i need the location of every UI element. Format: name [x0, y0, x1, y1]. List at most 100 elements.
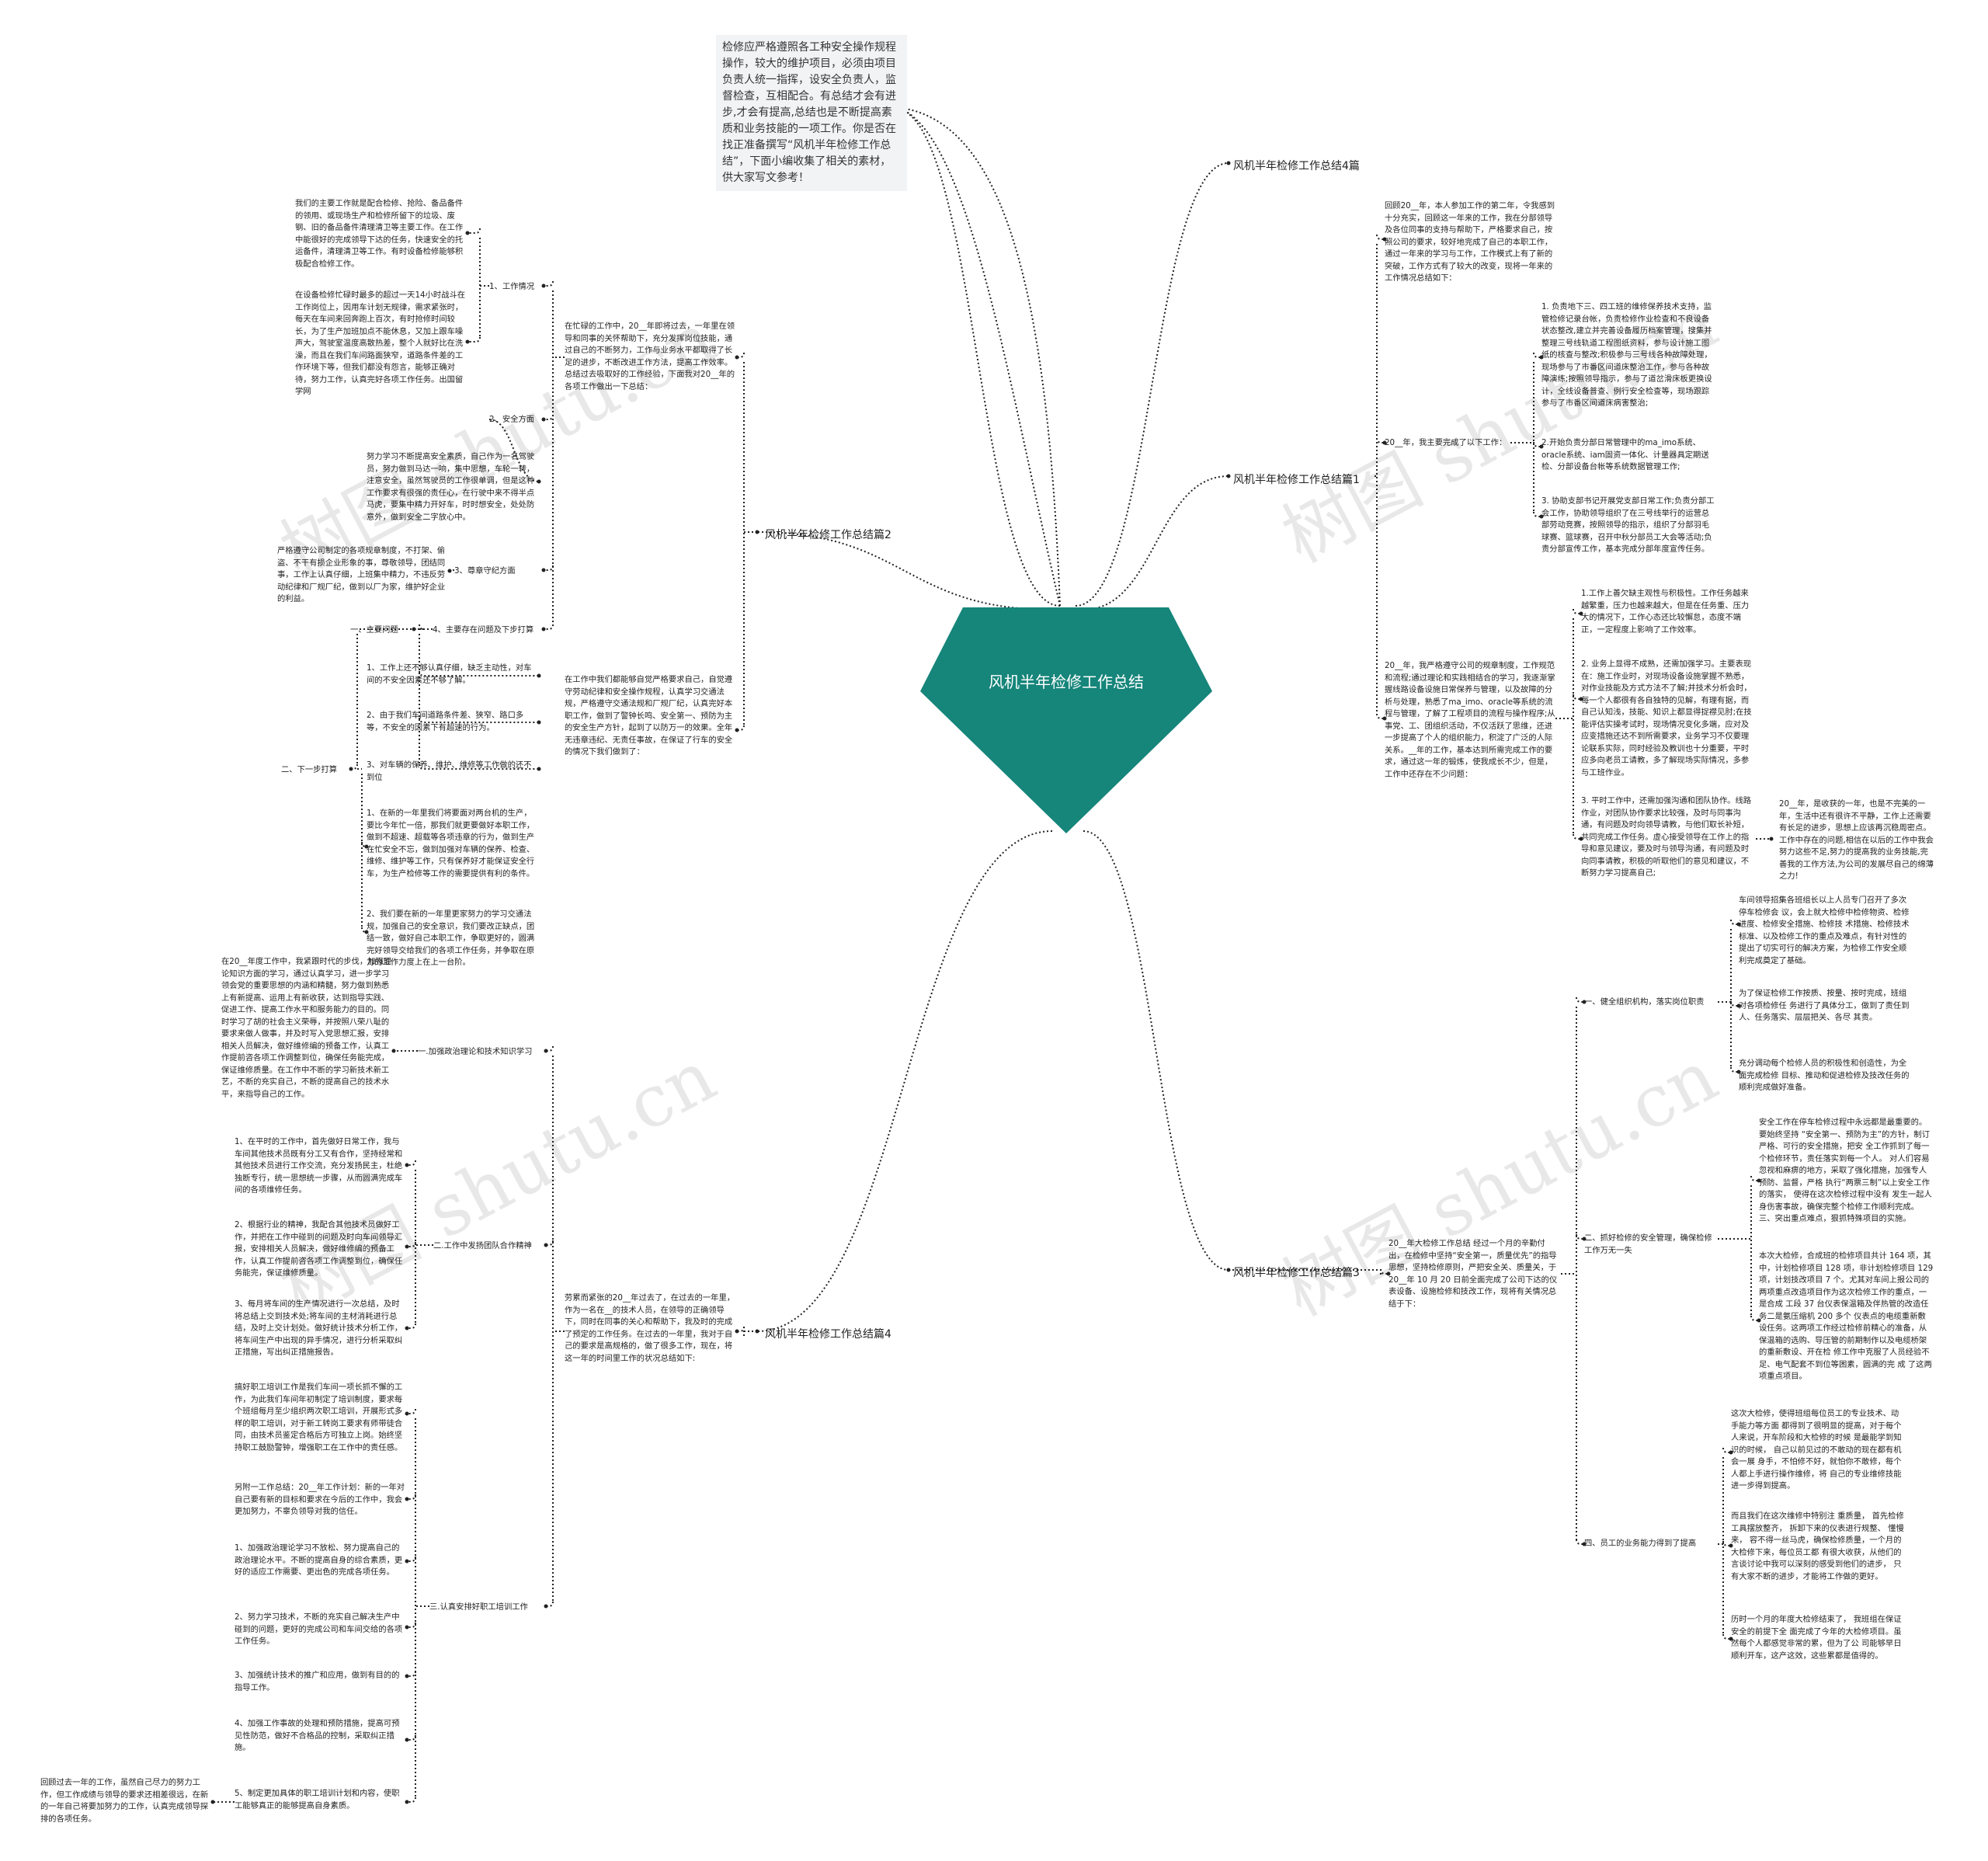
connector: [737, 352, 745, 358]
connector-dot: [1582, 1542, 1587, 1546]
connector: [1573, 833, 1581, 840]
connector: [737, 1326, 745, 1332]
connector: [544, 414, 554, 420]
connector-dot: [544, 1049, 548, 1053]
connector-dot: [537, 479, 541, 484]
p4-a2c: 3、每月将车间的生产情况进行一次总结，及时将总结上交到技术处;将车间的主材消耗进…: [235, 1299, 403, 1357]
p4-a3a: 搞好职工培训工作是我们车间一项长抓不懈的工作，为此我们车间年初制定了培训制度，要…: [235, 1383, 403, 1452]
p3-t1b: 为了保证检修工作按质、按量、按时完成，班组对各项检修任 务进行了具体分工，做到了…: [1739, 989, 1910, 1022]
p1-done-item-2: 2.开始负责分部日常管理中的ma_imo系统、oracle系统、iam固资一体化…: [1541, 438, 1709, 471]
connector-dot: [1579, 611, 1583, 616]
connector: [1533, 511, 1541, 517]
p2-m2b: 2、我们要在新的一年里更家努力的学习交通法规，加强自己的安全意识，我们要改正缺点…: [367, 910, 535, 967]
connector-dot: [465, 339, 470, 344]
connector-dot: [541, 283, 546, 288]
connector: [407, 1734, 416, 1741]
branch-summary-2[interactable]: 风机半年检修工作总结篇2: [765, 529, 891, 541]
connector: [1730, 919, 1739, 925]
p4-a3g: 5、制定更加具体的职工培训计划和内容，使职工能够真正的能够提高自身素质。: [235, 1789, 400, 1811]
p4-a1: 一.加强政治理论和技术知识学习: [418, 1047, 533, 1056]
p3-t1: 一、健全组织机构，落实岗位职责: [1584, 997, 1705, 1007]
connector: [1722, 1633, 1731, 1640]
connector: [488, 419, 540, 482]
connector: [900, 108, 1061, 607]
connector-dot: [465, 231, 470, 235]
connector-dot: [544, 1243, 548, 1247]
connector-dot: [405, 1625, 409, 1630]
p2-k1: 1、工作情况: [489, 282, 535, 291]
connector-dot: [1729, 1543, 1733, 1548]
connector-dot: [364, 844, 369, 849]
connector: [1083, 830, 1229, 1271]
branch-summary-4[interactable]: 风机半年检修工作总结篇4: [765, 1328, 891, 1341]
connector: [407, 1323, 416, 1329]
connector: [407, 1241, 416, 1247]
connector: [1750, 1175, 1759, 1181]
connector-dot: [1582, 1000, 1587, 1004]
p4-a3d: 2、努力学习技术，不断的充实自己解决生产中碰到的问题，更好的完成公司和车间交给的…: [235, 1612, 403, 1646]
p2-k2a: 努力学习不断提高安全素质，自己作为一名驾驶员，努力做到马达一响，集中思想，车轮一…: [367, 452, 535, 522]
connector-dot: [447, 569, 452, 573]
connector-dot: [735, 1329, 739, 1334]
connector-dot: [537, 673, 541, 678]
p4-a3h: 回顾过去一年的工作，虽然自己尽力的努力工作，但工作成绩与领导的要求还相差很远，在…: [40, 1778, 209, 1824]
connector-dot: [541, 417, 546, 422]
connector-dot: [1382, 237, 1387, 242]
p1-shortcoming-2: 2. 业务上显得不成熟，还需加强学习。主要表现在：施工作业时，对现场设备设施掌握…: [1581, 659, 1752, 777]
connector-dot: [405, 1244, 409, 1249]
connector: [407, 1408, 416, 1414]
connector-dot: [541, 568, 546, 572]
connector-dot: [405, 1738, 409, 1742]
connector-dot: [405, 1163, 409, 1167]
p2-k3a: 严格遵守公司制定的各项规章制度，不打架、偷盗、不干有损企业形象的事，尊敬领导，团…: [277, 546, 446, 604]
p2-m2a: 1、在新的一年里我们将要面对两台机的生产，要比今年忙一倍，那我们就更要做好本职工…: [367, 809, 535, 878]
connector: [756, 531, 1053, 610]
p1-shortcoming-1: 1.工作上善欠缺主观性与积极性。工作任务越来越繁重，压力也越来越大，但是在任务重…: [1581, 589, 1750, 635]
connector-dot: [1757, 1318, 1761, 1323]
connector: [351, 764, 358, 770]
p3-t4: 四、员工的业务能力得到了提高: [1584, 1539, 1697, 1548]
branch-overview[interactable]: 风机半年检修工作总结4篇: [1233, 160, 1360, 172]
connector-dot: [1736, 922, 1741, 927]
p3-intro: 20__年大检修工作总结 经过一个月的辛勤付出，在检修中坚持“安全第一，质量优先…: [1388, 1239, 1558, 1309]
p4-a3e: 3、加强统计技术的推广和应用，做到有目的的指导工作。: [235, 1671, 400, 1692]
connector-dot: [210, 1800, 215, 1804]
connector: [1376, 234, 1385, 240]
p4-a3: 三.认真安排好职工培训工作: [429, 1602, 528, 1612]
connector: [1376, 437, 1385, 444]
connector-dot: [391, 1049, 396, 1053]
p3-t4a: 这次大检修，使得班组每位员工的专业技术、动手能力等方面 都得到了很明显的提高，对…: [1731, 1409, 1902, 1491]
central-topic[interactable]: 风机半年检修工作总结: [989, 673, 1144, 691]
connector-dot: [544, 1604, 548, 1609]
connector-dot: [1579, 837, 1583, 841]
connector: [737, 725, 745, 731]
connector: [361, 841, 367, 847]
connector-dot: [364, 930, 369, 934]
connector: [419, 670, 539, 677]
connector-dot: [1757, 1178, 1761, 1183]
connector: [361, 927, 367, 933]
connector: [419, 717, 539, 723]
central-topic-shape: [920, 607, 1212, 833]
connector-dot: [537, 767, 541, 771]
connector: [1722, 1540, 1731, 1546]
p2-m1: 一、主要问题: [350, 625, 398, 635]
connector-dot: [1736, 1004, 1741, 1008]
p4-a3b: 另附一工作总结：20__年工作计划：新的一年对自己要有新的目标和要求在今后的工作…: [235, 1483, 405, 1516]
connector: [1573, 694, 1581, 700]
connector-dot: [1736, 1070, 1741, 1074]
connector-dot: [1382, 716, 1387, 721]
p3-t1c: 充分调动每个检修人员的积极性和创造性，为全面完成检修 目标、推动和促进检修及技改…: [1739, 1059, 1910, 1092]
p2-m1b: 2、由于我们车间道路条件差、狭窄、路口多等，不安全的因素下有超速的行为。: [367, 711, 524, 732]
connector-dot: [1386, 1271, 1391, 1276]
branch-summary-1[interactable]: 风机半年检修工作总结篇1: [1233, 474, 1360, 486]
connector: [1376, 713, 1385, 719]
p4-a2b: 2、根据行业的精神，我配合其他技术员做好工作，并把在工作中碰到的问题及时向车间领…: [235, 1220, 403, 1278]
connector: [407, 1160, 416, 1166]
p2-k1b: 在设备检修忙碌时最多的超过一天14小时战斗在工作岗位上，因用车计划无规律，需求紧…: [295, 290, 466, 396]
connector: [546, 1601, 554, 1607]
branch-summary-3[interactable]: 风机半年检修工作总结篇3: [1233, 1267, 1360, 1279]
connector: [546, 1045, 554, 1052]
p1-done-item-3: 3. 协助支部书记开展党支部日常工作;负责分部工会工作，协助领导组织了在三号线举…: [1541, 496, 1715, 554]
